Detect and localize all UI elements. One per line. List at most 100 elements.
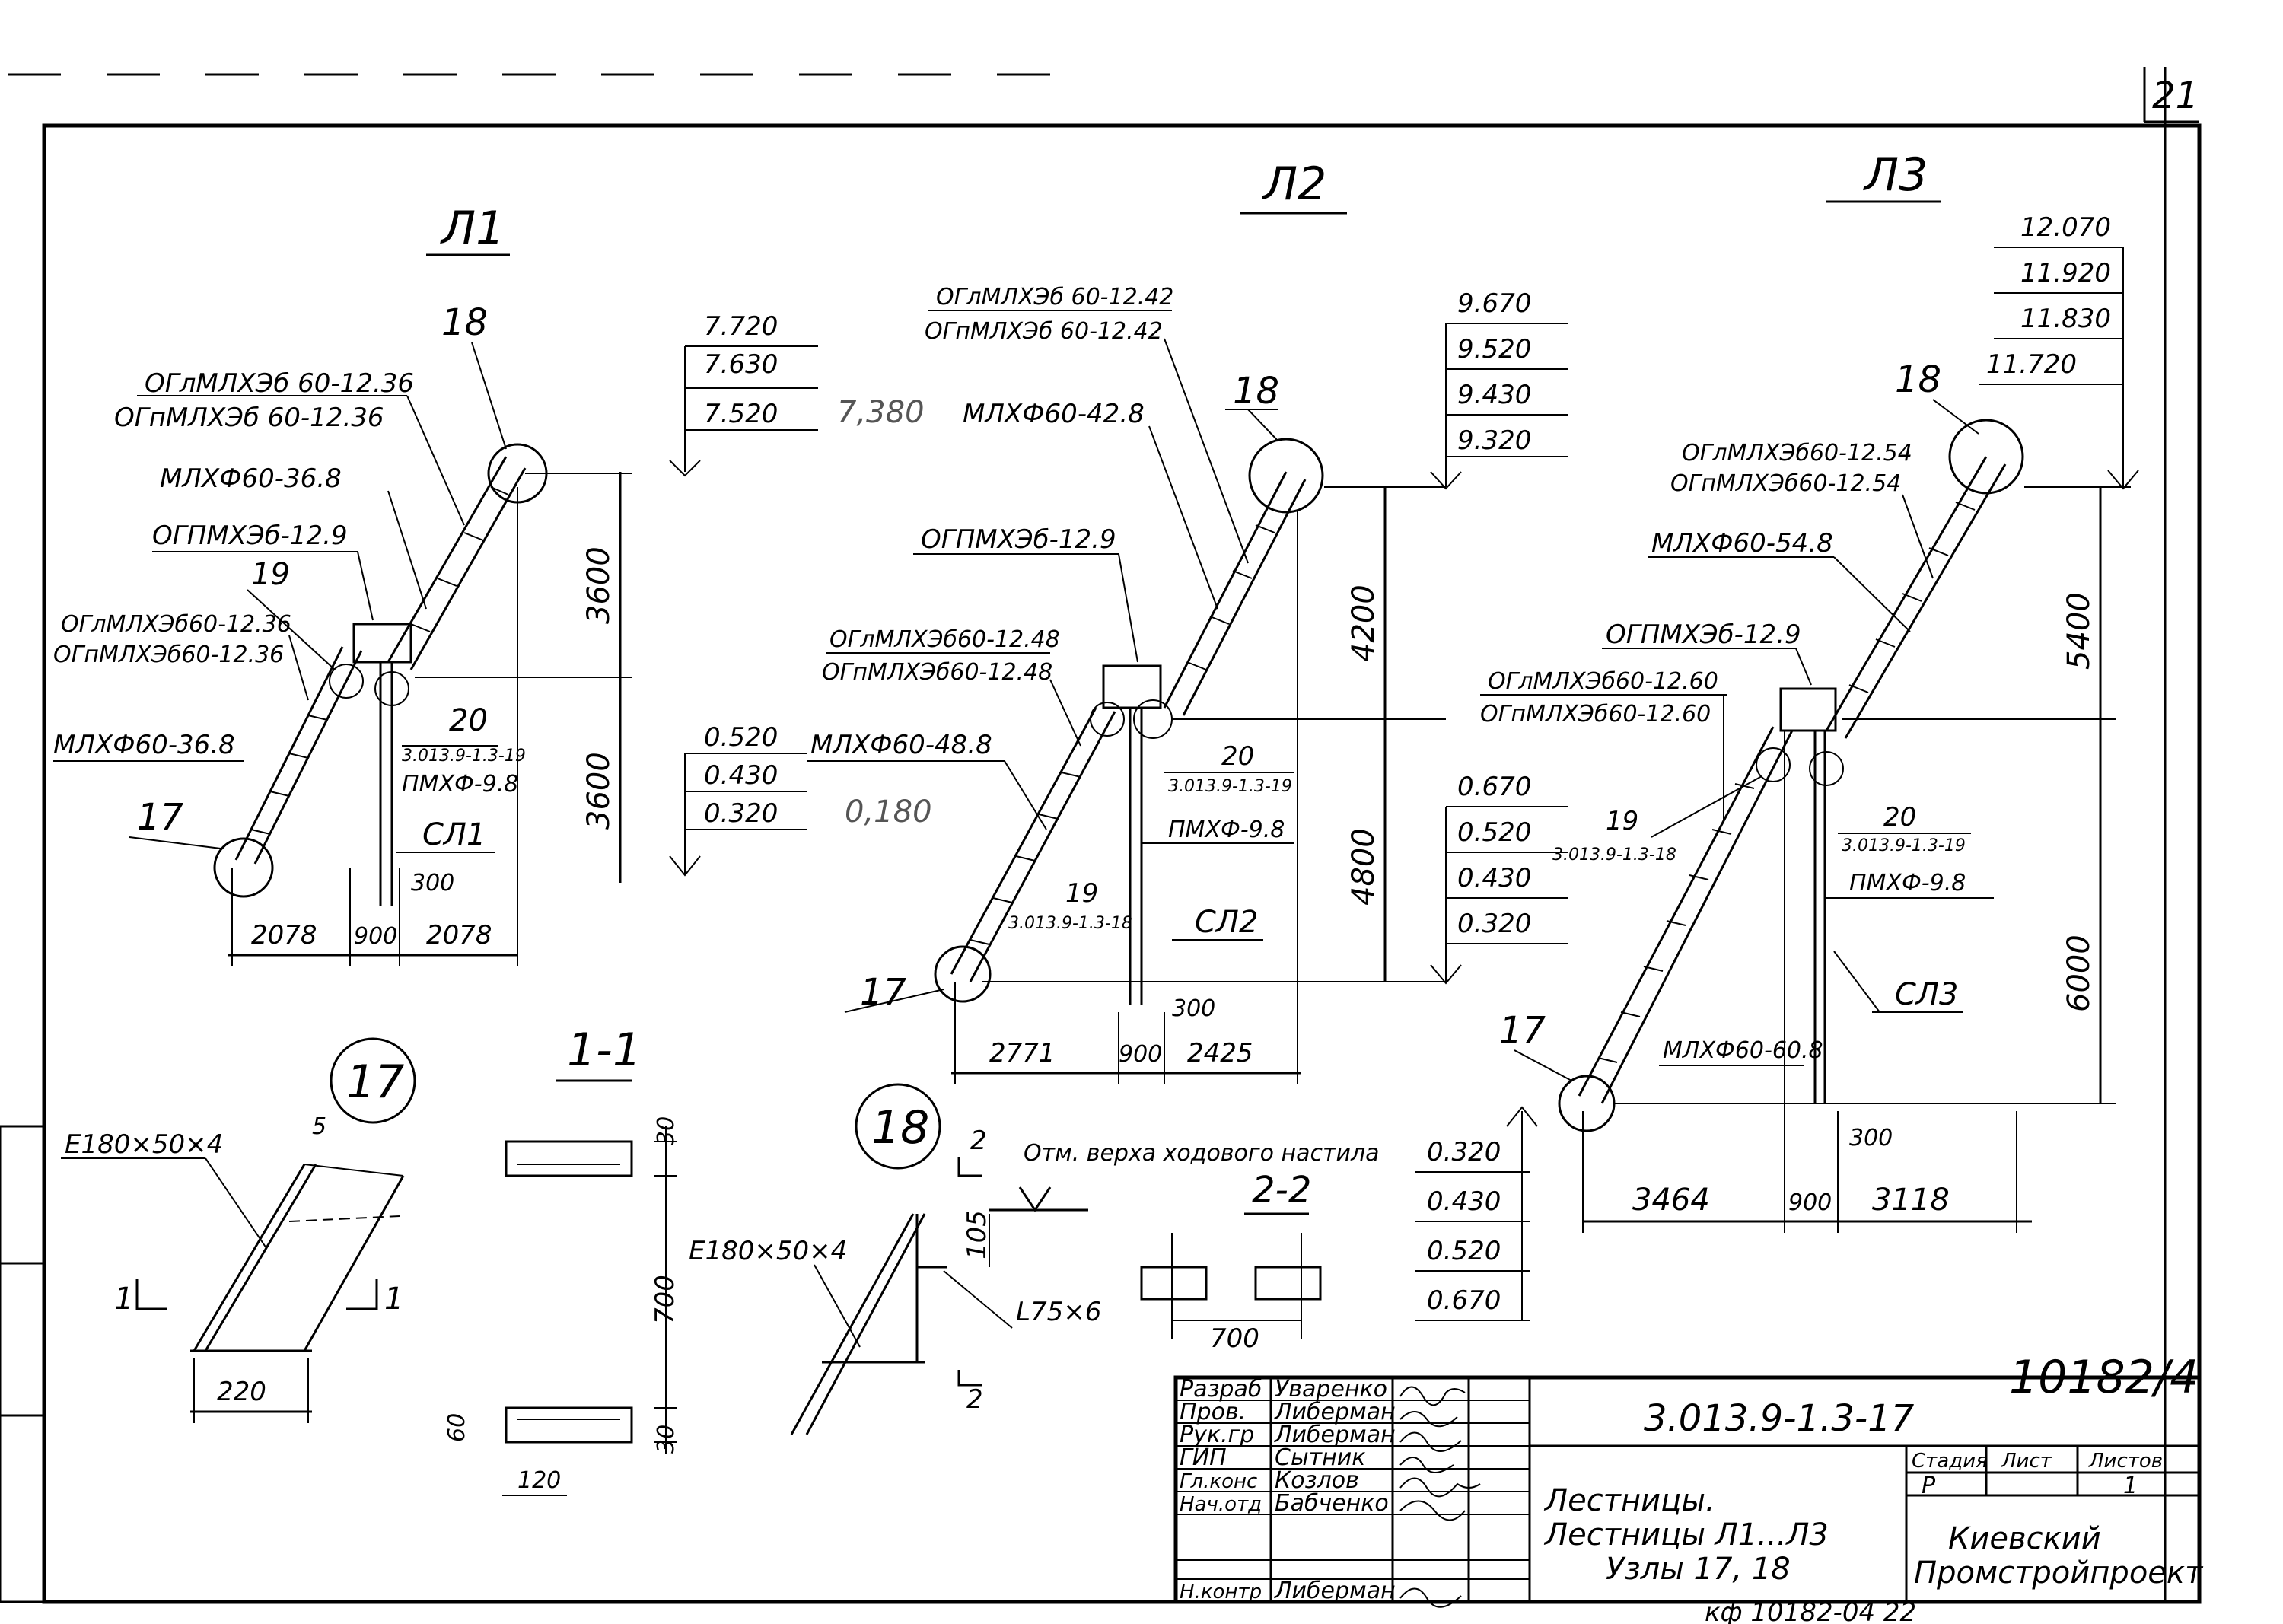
l3-node-20-ref: 3.013.9-1.3-19 bbox=[1842, 836, 1966, 855]
tb-role-4: Гл.конс bbox=[1180, 1470, 1257, 1493]
l3-elev-low-3: 0.670 bbox=[1427, 1285, 1501, 1316]
l2-label-pmhf: ПМХФ-9.8 bbox=[1168, 817, 1285, 843]
l1-height-lower: 3600 bbox=[581, 752, 616, 830]
tb-name-5: Бабченко bbox=[1275, 1490, 1389, 1517]
l1-label-ogp-2: ОГпМЛХЭб60-12.36 bbox=[53, 642, 284, 668]
l2-title: Л2 bbox=[1262, 158, 1326, 211]
tb-role-3: ГИП bbox=[1180, 1444, 1227, 1471]
node-18-channel: Е180×50×4 bbox=[689, 1236, 847, 1266]
tb-signatures bbox=[1399, 1386, 1481, 1608]
l2-leader-ogl-top bbox=[1164, 338, 1249, 564]
tb-title-line2: Лестницы Л1...Л3 bbox=[1543, 1517, 1829, 1552]
tb-role-6: Н.контр bbox=[1180, 1581, 1262, 1603]
l3-node-18-label: 18 bbox=[1895, 358, 1941, 401]
l2-platform bbox=[1102, 664, 1162, 709]
l2-node-19-label: 19 bbox=[1065, 878, 1098, 909]
node-17-top bbox=[304, 1164, 404, 1177]
l2-leader-ogl-mid bbox=[1049, 679, 1081, 747]
node-18-number: 18 bbox=[871, 1101, 929, 1154]
l2-elev-top-2: 9.430 bbox=[1457, 380, 1531, 410]
l1-label-sl: СЛ1 bbox=[422, 817, 486, 852]
l3-dim-2: 3118 bbox=[1872, 1183, 1950, 1218]
l2-elev-top-3: 9.320 bbox=[1457, 425, 1531, 456]
l2-node-17-circle bbox=[934, 945, 992, 1003]
l1-dim-2: 2078 bbox=[426, 920, 492, 951]
l3-dim-0: 3464 bbox=[1632, 1183, 1710, 1218]
section-2-2-dim-700: 700 bbox=[1210, 1323, 1259, 1354]
l2-leader-17 bbox=[844, 989, 944, 1013]
node-18-stringer-2 bbox=[805, 1213, 926, 1435]
node-17-channel-leader bbox=[205, 1157, 267, 1249]
l2-node-19-circle bbox=[1090, 702, 1125, 737]
l2-label-ogl-top: ОГлМЛХЭб 60-12.42 bbox=[936, 284, 1173, 310]
l2-label-mlhf-upper: МЛХФ60-42.8 bbox=[963, 399, 1145, 429]
l1-node-18-label: 18 bbox=[441, 301, 488, 344]
l1-leader-ogpmh-2 bbox=[357, 551, 374, 621]
node-17-section-arrow-right bbox=[346, 1279, 378, 1310]
node-18-level-arrow bbox=[1018, 1186, 1052, 1212]
l3-leader-sl-2 bbox=[1833, 951, 1880, 1013]
l3-label-ogl-mid: ОГлМЛХЭб60-12.60 bbox=[1488, 668, 1718, 695]
l1-dim-0: 2078 bbox=[251, 920, 317, 951]
l3-elev-top-1: 11.920 bbox=[2020, 258, 2111, 288]
l2-elev-top-arrow bbox=[1430, 471, 1462, 490]
node-17-section-mark-left: 1 bbox=[114, 1282, 133, 1317]
l2-leader-18-2 bbox=[1247, 409, 1279, 442]
l3-label-mlhf-upper: МЛХФ60-54.8 bbox=[1651, 528, 1833, 559]
l3-elev-top-arrow bbox=[2107, 470, 2139, 490]
l1-label-ogl-2: ОГлМЛХЭб60-12.36 bbox=[61, 611, 291, 638]
section-2-2: 2-2 700 bbox=[1140, 1169, 1322, 1354]
node-17-plate-3 bbox=[303, 1175, 405, 1352]
node-18-badge bbox=[855, 1083, 941, 1170]
l1-label-mlhf-lower: МЛХФ60-36.8 bbox=[53, 730, 235, 760]
l2-leader-ogpmh-2 bbox=[1118, 553, 1138, 663]
section-2-2-deck-right bbox=[1254, 1266, 1322, 1301]
l3-leader-17 bbox=[1514, 1049, 1572, 1081]
l1-platform bbox=[352, 623, 412, 664]
l3-leader-ogl-top bbox=[1902, 494, 1934, 579]
section-1-1-channel-bottom bbox=[505, 1406, 633, 1444]
l3-node-17-circle bbox=[1558, 1075, 1616, 1132]
l1-elev-note: 7,380 bbox=[837, 395, 925, 430]
node-17-detail: 17 Е180×50×4 5 220 1 1 bbox=[61, 1037, 416, 1423]
node-17-plate-2 bbox=[204, 1164, 317, 1352]
node-17-dim-width: 220 bbox=[217, 1377, 266, 1407]
l3-upper-flight-2 bbox=[1844, 463, 2007, 739]
l2-elev-top-1: 9.520 bbox=[1457, 334, 1531, 365]
tb-title-line3: Узлы 17, 18 bbox=[1606, 1552, 1791, 1587]
l1-elev-top-1: 7.630 bbox=[704, 349, 778, 380]
l1-elev-top-0: 7.720 bbox=[704, 311, 778, 342]
l1-elev-mid-1: 0.430 bbox=[704, 760, 778, 791]
l2-upper-flight-2 bbox=[1182, 479, 1307, 716]
l1-node-17-circle bbox=[213, 837, 274, 898]
node-17-plate-1 bbox=[193, 1164, 306, 1352]
l2-leader-mlhf-lower-2 bbox=[1004, 760, 1047, 830]
ladder-l3: Л3 18 17 19 3.013.9-1.3-18 20 3.013.9-1. bbox=[1415, 148, 2139, 1321]
l2-label-ogp-mid: ОГпМЛХЭб60-12.48 bbox=[822, 659, 1052, 686]
tb-name-3: Сытник bbox=[1275, 1444, 1365, 1471]
l3-leader-18 bbox=[1932, 399, 1979, 435]
l2-elev-low-2: 0.430 bbox=[1457, 863, 1531, 893]
l3-label-ogp-top: ОГпМЛХЭб60-12.54 bbox=[1670, 470, 1901, 497]
l1-node-20-label: 20 bbox=[449, 703, 488, 738]
l1-label-ogpmh: ОГПМХЭб-12.9 bbox=[152, 521, 348, 551]
l3-leader-ogpmh bbox=[1795, 648, 1812, 686]
l3-elev-top-0: 12.070 bbox=[2020, 212, 2111, 243]
footer-code: кф 10182-04 22 bbox=[1705, 1597, 1916, 1624]
l3-dim-1: 900 bbox=[1788, 1189, 1832, 1216]
l3-node-17-label: 17 bbox=[1499, 1009, 1546, 1052]
l2-label-ogpmh: ОГПМХЭб-12.9 bbox=[921, 524, 1116, 555]
l1-leader-ogl bbox=[406, 395, 465, 526]
tb-sheets-header: Листов bbox=[2088, 1450, 2163, 1473]
l3-elev-top-3: 11.720 bbox=[1986, 349, 2077, 380]
ladder-l2: Л2 18 17 19 3.013.9-1.3-18 20 3.013.9-1.… bbox=[807, 158, 1568, 1084]
tb-role-5: Нач.отд bbox=[1180, 1493, 1262, 1516]
l1-elev-mid-2: 0.320 bbox=[704, 798, 778, 829]
l1-label-ogl-1: ОГлМЛХЭб 60-12.36 bbox=[145, 368, 414, 399]
l3-rungs bbox=[1597, 502, 1976, 1063]
tb-title-line1: Лестницы. bbox=[1543, 1483, 1715, 1518]
l1-dim-300: 300 bbox=[411, 870, 454, 896]
l2-dim-2: 2425 bbox=[1187, 1038, 1253, 1068]
l1-leader-19 bbox=[247, 589, 336, 670]
